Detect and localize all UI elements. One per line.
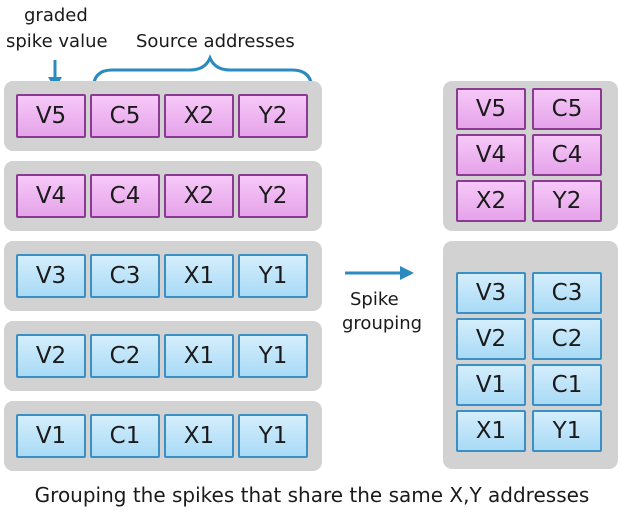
spike-grouping-arrowhead bbox=[400, 266, 414, 280]
spike-field-cell: Y1 bbox=[238, 334, 308, 378]
spike-field-cell: X1 bbox=[164, 414, 234, 458]
spike-field-cell: Y1 bbox=[238, 414, 308, 458]
spike-field-cell: V2 bbox=[16, 334, 86, 378]
grouped-field-cell: V5 bbox=[456, 88, 526, 130]
spike-field-cell: C5 bbox=[90, 94, 160, 138]
spike-field-cell: X1 bbox=[164, 254, 234, 298]
grouped-field-cell: V4 bbox=[456, 134, 526, 176]
graded-spike-label-line1: graded bbox=[24, 5, 88, 26]
spike-field-cell: C3 bbox=[90, 254, 160, 298]
grouped-field-cell: X2 bbox=[456, 180, 526, 222]
source-addresses-brace bbox=[91, 54, 314, 91]
spike-field-cell: V4 bbox=[16, 174, 86, 218]
spike-field-cell: Y1 bbox=[238, 254, 308, 298]
spike-field-cell: X1 bbox=[164, 334, 234, 378]
grouped-field-cell: V3 bbox=[456, 272, 526, 314]
spike-field-cell: X2 bbox=[164, 174, 234, 218]
grouped-field-cell: Y2 bbox=[532, 180, 602, 222]
spike-field-cell: Y2 bbox=[238, 94, 308, 138]
grouped-field-cell: C5 bbox=[532, 88, 602, 130]
graded-spike-label-line2: spike value bbox=[6, 31, 108, 52]
source-addresses-label: Source addresses bbox=[136, 31, 295, 52]
spike-grouping-label-line2: grouping bbox=[342, 313, 423, 334]
grouped-field-cell: C1 bbox=[532, 364, 602, 406]
spike-field-cell: C2 bbox=[90, 334, 160, 378]
grouped-field-cell: Y1 bbox=[532, 410, 602, 452]
spike-field-cell: C1 bbox=[90, 414, 160, 458]
grouped-field-cell: V1 bbox=[456, 364, 526, 406]
spike-field-cell: C4 bbox=[90, 174, 160, 218]
spike-field-cell: V3 bbox=[16, 254, 86, 298]
spike-field-cell: X2 bbox=[164, 94, 234, 138]
spike-grouping-label-line1: Spike bbox=[350, 289, 399, 310]
grouped-field-cell: C3 bbox=[532, 272, 602, 314]
figure-caption: Grouping the spikes that share the same … bbox=[34, 483, 590, 507]
spike-field-cell: Y2 bbox=[238, 174, 308, 218]
spike-field-cell: V1 bbox=[16, 414, 86, 458]
grouped-field-cell: C2 bbox=[532, 318, 602, 360]
grouped-field-cell: X1 bbox=[456, 410, 526, 452]
grouped-field-cell: V2 bbox=[456, 318, 526, 360]
grouped-field-cell: C4 bbox=[532, 134, 602, 176]
spike-field-cell: V5 bbox=[16, 94, 86, 138]
